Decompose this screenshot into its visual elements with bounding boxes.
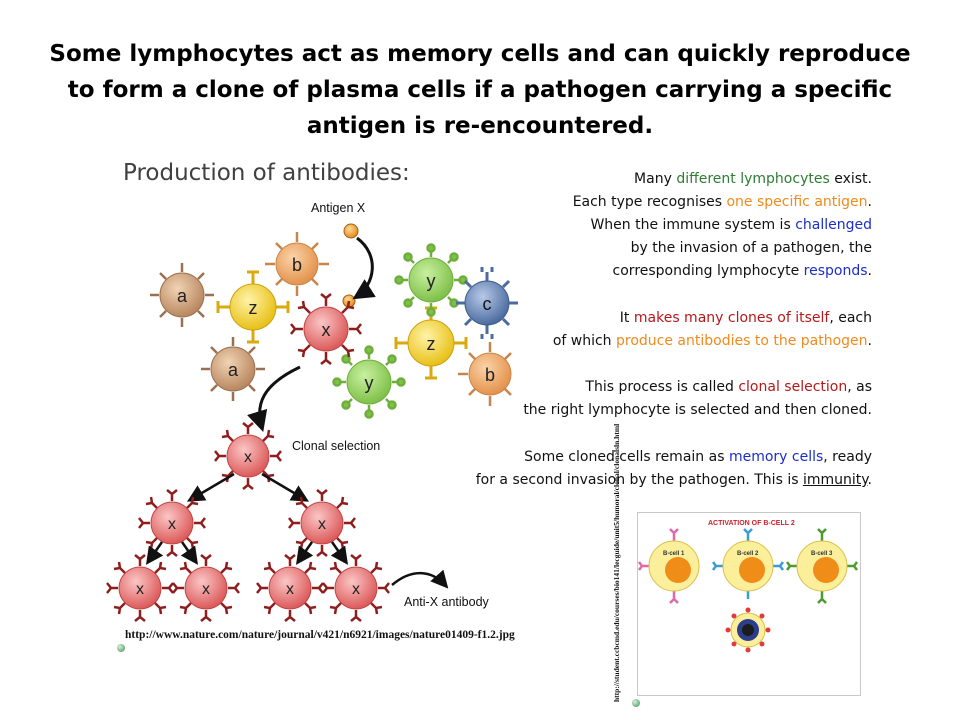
antigen-x-label: Antigen X: [311, 201, 366, 215]
paragraph-lymphocytes: Many different lymphocytes exist. Each t…: [572, 171, 872, 279]
clone-x-mid-right: x: [288, 489, 356, 557]
clone-x-top: x: [214, 422, 282, 490]
antibody-arrow: [391, 569, 449, 589]
lymphocyte-b-upper: b: [265, 232, 329, 296]
cell-letter: x: [136, 581, 144, 598]
lymphocyte-c: c: [456, 267, 518, 339]
cell-letter: a: [228, 360, 239, 380]
clone-arrow: [180, 541, 199, 565]
slide-title: Some lymphocytes act as memory cells and…: [49, 41, 911, 139]
clone-arrow: [295, 541, 314, 565]
lymphocyte-a-upper: a: [150, 263, 214, 327]
nature-source-url[interactable]: http://www.nature.com/nature/journal/v42…: [125, 629, 515, 641]
paragraph-clones: It makes many clones of itself, each of …: [552, 310, 872, 349]
paragraph-clonal-selection: This process is called clonal selection,…: [523, 379, 872, 418]
cell-letter: a: [177, 286, 188, 306]
cell-letter: x: [352, 581, 360, 598]
cell-letter: z: [427, 334, 436, 354]
lymphocyte-z-right: z: [394, 306, 468, 380]
inset-source-url[interactable]: http://student.ccbcmd.edu/courses/bio141…: [612, 423, 621, 702]
cell-letter: x: [286, 581, 294, 598]
antigen-particle: [343, 223, 359, 239]
lymphocyte-x-selected: x: [290, 293, 362, 365]
lymphocyte-b-lower: b: [458, 342, 512, 406]
cell-letter: c: [483, 294, 492, 314]
globe-icon: [632, 699, 640, 707]
cell-letter: x: [168, 516, 176, 533]
clone-x-bottom-3: x: [256, 554, 324, 622]
b-cell-1: B-cell 1: [638, 528, 700, 604]
cell-letter: b: [292, 255, 302, 275]
cell-letter: b: [485, 365, 495, 385]
cell-letter: x: [202, 581, 210, 598]
clonal-selection-label: Clonal selection: [292, 439, 380, 453]
inset-title: ACTIVATION OF B-CELL 2: [708, 520, 795, 527]
cell-letter: x: [318, 516, 326, 533]
clone-x-bottom-2: x: [172, 554, 240, 622]
globe-icon: [117, 644, 125, 652]
clone-arrow: [261, 472, 310, 502]
b-cell-2: B-cell 2: [712, 528, 784, 599]
b-cell-2-label: B-cell 2: [737, 551, 759, 557]
lymphocyte-a-lower: a: [201, 337, 265, 401]
clone-arrow: [186, 472, 235, 502]
clone-x-mid-left: x: [138, 489, 206, 557]
anti-x-antibody-label: Anti-X antibody: [404, 595, 490, 609]
activated-b-cell: [725, 607, 771, 653]
clone-x-bottom-1: x: [106, 554, 174, 622]
b-cell-1-label: B-cell 1: [663, 551, 685, 557]
selection-arrow: [247, 365, 301, 433]
clone-x-bottom-4: x: [322, 554, 390, 622]
diagram-subtitle: Production of antibodies:: [123, 160, 410, 186]
cell-letter: x: [322, 320, 331, 340]
b-cell-3: B-cell 3: [786, 528, 858, 604]
cell-letter: x: [244, 449, 252, 466]
b-cell-activation-figure: ACTIVATION OF B-CELL 2 B-cell 1 B-cell 2: [637, 512, 861, 696]
clone-arrow: [330, 541, 349, 565]
cell-letter: z: [249, 298, 258, 318]
antigen-arrow: [352, 236, 376, 300]
lymphocyte-z-left: z: [216, 270, 290, 344]
b-cell-3-label: B-cell 3: [811, 551, 833, 557]
clone-arrow: [145, 541, 164, 565]
lymphocyte-y-upper: y: [394, 243, 468, 317]
cell-letter: y: [365, 373, 374, 393]
paragraph-memory-cells: Some cloned cells remain as memory cells…: [475, 449, 872, 488]
lymphocyte-y-lower: y: [332, 345, 406, 419]
cell-letter: y: [427, 271, 436, 291]
